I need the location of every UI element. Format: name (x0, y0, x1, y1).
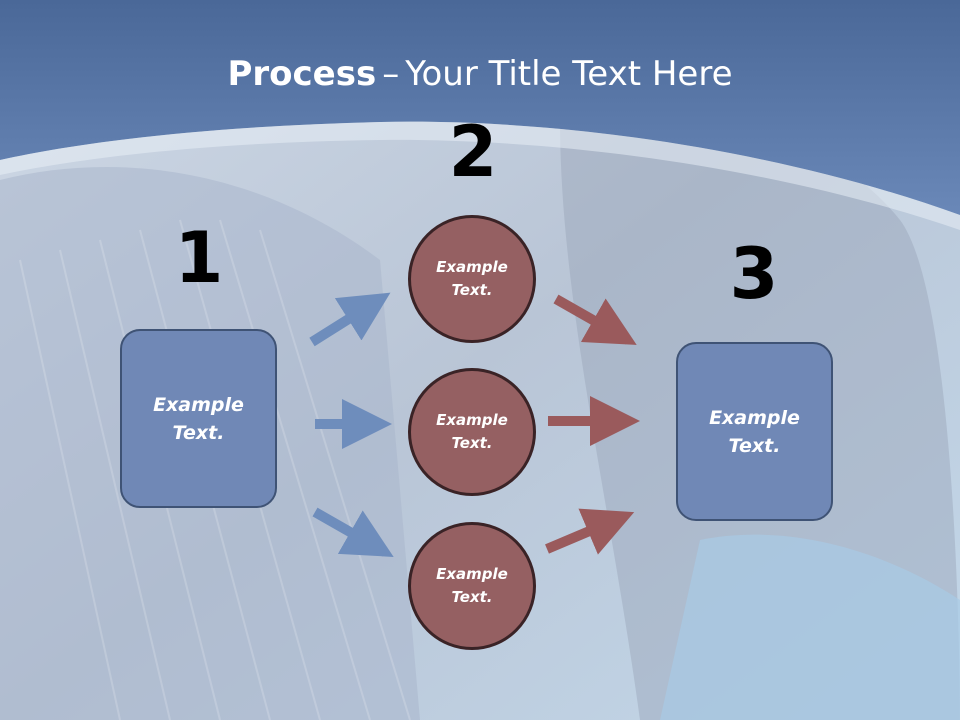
step-number-1: 1 (174, 217, 224, 299)
step1-box: Example Text. (120, 329, 277, 508)
circle-top-line2: Text. (451, 281, 493, 299)
arrow-down-right-blue (312, 507, 394, 557)
circle-middle-line1: Example (436, 411, 508, 429)
circle-bottom-line2: Text. (451, 588, 493, 606)
step3-text-line1: Example (709, 406, 800, 429)
step-number-3: 3 (729, 233, 779, 315)
step-number-2: 2 (448, 111, 498, 193)
title-bold: Process (227, 54, 377, 94)
title-separator: – (382, 54, 400, 94)
step3-text-line2: Text. (728, 434, 781, 457)
step1-text-line2: Text. (172, 421, 225, 444)
circle-top-line1: Example (436, 258, 508, 276)
step2-circle-middle: Example Text. (408, 368, 536, 496)
arrow-up-right-red (545, 508, 635, 555)
step2-circle-top: Example Text. (408, 215, 536, 343)
arrow-up-right-blue (309, 292, 391, 347)
arrow-down-right-red (553, 294, 637, 345)
slide-title: Process–Your Title Text Here (0, 50, 960, 98)
circle-middle-line2: Text. (451, 434, 493, 452)
step3-box: Example Text. (676, 342, 833, 521)
title-rest: Your Title Text Here (405, 54, 733, 94)
step2-circle-bottom: Example Text. (408, 522, 536, 650)
circle-bottom-line1: Example (436, 565, 508, 583)
step1-text-line1: Example (153, 393, 244, 416)
